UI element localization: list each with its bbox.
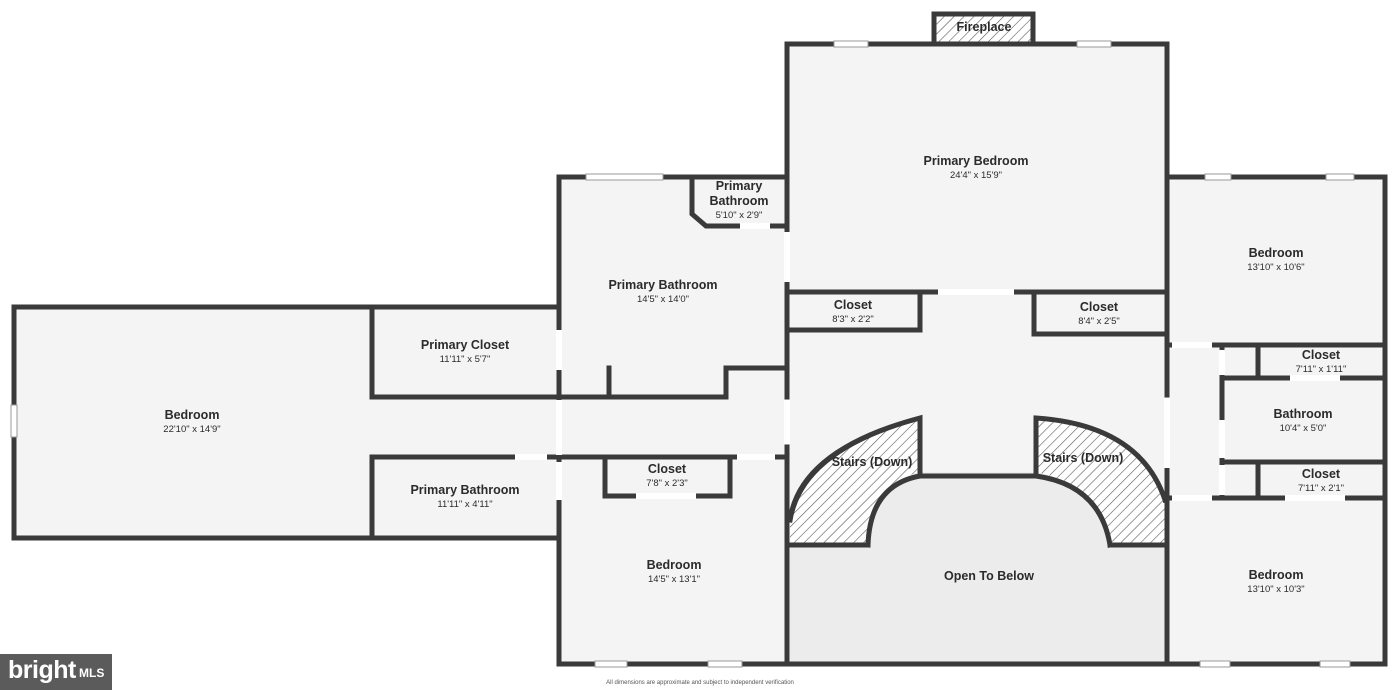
stairs-right-label: Stairs (Down) <box>1043 451 1124 465</box>
closet-a-dims: 8'3" x 2'2" <box>832 314 874 325</box>
bedroom-s-name: Bedroom <box>647 558 702 572</box>
bedroom-w-name: Bedroom <box>165 408 220 422</box>
primary-bath-main-dims: 14'5" x 14'0" <box>637 294 689 305</box>
primary-bath-small-name-1: Primary <box>716 179 763 193</box>
closet-d-name: Closet <box>648 462 687 476</box>
stairs-right-shape <box>1036 418 1165 545</box>
bright-mls-logo: bright MLS <box>0 654 112 690</box>
logo-brand: bright <box>8 656 76 684</box>
windows <box>10 40 1355 668</box>
primary-closet-name: Primary Closet <box>421 338 510 352</box>
open-to-below-area <box>790 472 1165 664</box>
disclaimer: All dimensions are approximate and subje… <box>606 680 794 686</box>
closet-e-dims: 7'11" x 2'1" <box>1298 483 1344 494</box>
bedroom-se-dims: 13'10" x 10'3" <box>1247 584 1304 595</box>
primary-bath-lower-dims: 11'11" x 4'11" <box>437 499 492 510</box>
closet-d-dims: 7'8" x 2'3" <box>646 478 688 489</box>
openings <box>515 223 1345 501</box>
bedroom-se-name: Bedroom <box>1249 568 1304 582</box>
primary-bedroom-name: Primary Bedroom <box>924 154 1029 168</box>
logo-suffix: MLS <box>79 666 105 680</box>
primary-bath-small-dims: 5'10" x 2'9" <box>716 210 763 221</box>
closet-e-name: Closet <box>1302 467 1341 481</box>
primary-bath-main-name: Primary Bathroom <box>608 278 717 292</box>
bathroom-e-name: Bathroom <box>1273 407 1332 421</box>
bedroom-s-dims: 14'5" x 13'1" <box>648 574 700 585</box>
primary-bath-lower-name: Primary Bathroom <box>410 483 519 497</box>
bedroom-ne-name: Bedroom <box>1249 246 1304 260</box>
closet-b-dims: 8'4" x 2'5" <box>1078 316 1120 327</box>
primary-closet-dims: 11'11" x 5'7" <box>440 354 491 365</box>
closet-b-name: Closet <box>1080 300 1119 314</box>
primary-bath-small-name-2: Bathroom <box>709 194 768 208</box>
stairs-left-label: Stairs (Down) <box>832 455 913 469</box>
open-to-below-label: Open To Below <box>944 569 1034 583</box>
bedroom-w-dims: 22'10" x 14'9" <box>163 424 220 435</box>
closet-c-dims: 7'11" x 1'11" <box>1296 364 1347 375</box>
primary-bedroom-dims: 24'4" x 15'9" <box>950 170 1002 181</box>
closet-c-name: Closet <box>1302 348 1341 362</box>
fireplace-hearth <box>931 11 1036 47</box>
bathroom-e-dims: 10'4" x 5'0" <box>1280 423 1327 434</box>
closet-a-name: Closet <box>834 298 873 312</box>
bedroom-ne-dims: 13'10" x 10'6" <box>1247 262 1304 273</box>
stairs-left-shape <box>790 418 920 545</box>
fireplace-label: Fireplace <box>957 20 1012 34</box>
